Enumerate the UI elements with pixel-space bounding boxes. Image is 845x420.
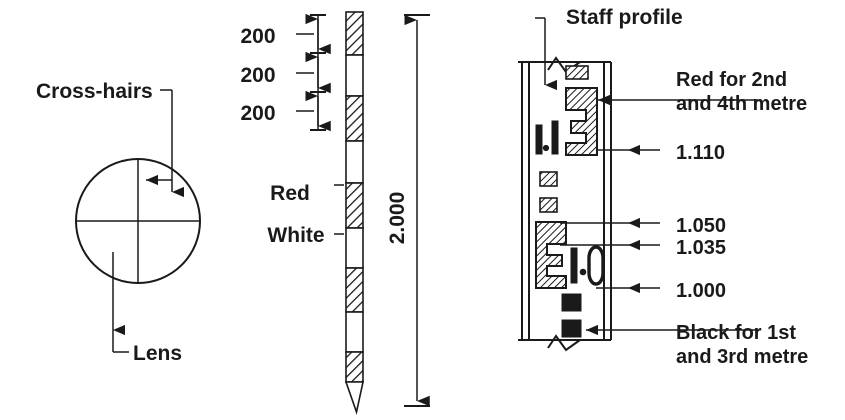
interval-label-3: 200 — [240, 102, 275, 125]
numeral-lower-zero — [587, 245, 605, 286]
black-e-pattern-lower — [535, 221, 567, 289]
break-symbol-bottom — [547, 334, 581, 352]
upper-graduation-group — [535, 65, 598, 213]
staff-profile-outline — [518, 56, 612, 352]
interval-dimension-chain: 200 200 200 — [240, 13, 331, 132]
staff-foot-point — [344, 381, 364, 415]
numeral-upper-stroke-right — [551, 120, 559, 155]
numeral-lower-decimal-dot — [579, 268, 587, 276]
staff-red-label: Red — [270, 182, 310, 205]
staff-band-red-2 — [345, 95, 364, 142]
red-tick-block-upper-3 — [539, 197, 558, 213]
black-tick-block-2 — [561, 319, 582, 338]
reading-label-1050: 1.050 — [676, 215, 726, 237]
reading-label-1035: 1.035 — [676, 237, 726, 259]
staff-profile-callout: Staff profile — [535, 6, 683, 91]
right-annotations: Red for 2nd and 4th metre 1.110 1.050 1.… — [586, 69, 808, 368]
total-length-dimension: 2.000 — [386, 14, 430, 407]
red-e-pattern-upper — [565, 87, 598, 156]
black-tick-block-1 — [561, 293, 582, 312]
graduated-staff-panel: 200 200 200 Red White 2.000 — [240, 11, 430, 415]
lens-label: Lens — [133, 342, 182, 365]
total-length-label: 2.000 — [386, 192, 409, 245]
crosshairs-label: Cross-hairs — [36, 80, 153, 103]
red-note-line-2: and 4th metre — [676, 93, 807, 115]
staff-band-red-3 — [345, 182, 364, 229]
staff-band-red-1 — [345, 11, 364, 56]
staff-band-red-4 — [345, 267, 364, 313]
numeral-lower-stroke-one — [570, 247, 578, 284]
staff-band-red-5 — [345, 351, 364, 383]
interval-label-2: 200 — [240, 64, 275, 87]
lens-crosshairs-panel: Cross-hairs Lens — [36, 80, 201, 365]
staff-band-white-2 — [345, 140, 364, 184]
numeral-upper-decimal-dot — [542, 144, 550, 152]
staff-band-white-4 — [345, 311, 364, 353]
staff-band-white-3 — [345, 227, 364, 269]
reading-label-1000: 1.000 — [676, 280, 726, 302]
red-tick-block-upper-2 — [539, 171, 558, 187]
reading-label-1110: 1.110 — [676, 142, 725, 164]
red-tick-block-upper-1 — [565, 65, 589, 80]
staff-body — [344, 11, 364, 415]
staff-profile-label: Staff profile — [566, 6, 683, 29]
interval-label-1: 200 — [240, 25, 275, 48]
staff-profile-panel: Staff profile — [518, 6, 808, 368]
black-note-line-2: and 3rd metre — [676, 346, 808, 368]
black-note-line-1: Black for 1st — [676, 322, 796, 344]
staff-band-white-1 — [345, 54, 364, 97]
numeral-upper-stroke-left — [535, 124, 543, 155]
reading-tick-marks — [560, 149, 628, 289]
staff-white-label: White — [267, 224, 324, 247]
lower-graduation-group — [535, 221, 605, 338]
red-note-line-1: Red for 2nd — [676, 69, 787, 91]
